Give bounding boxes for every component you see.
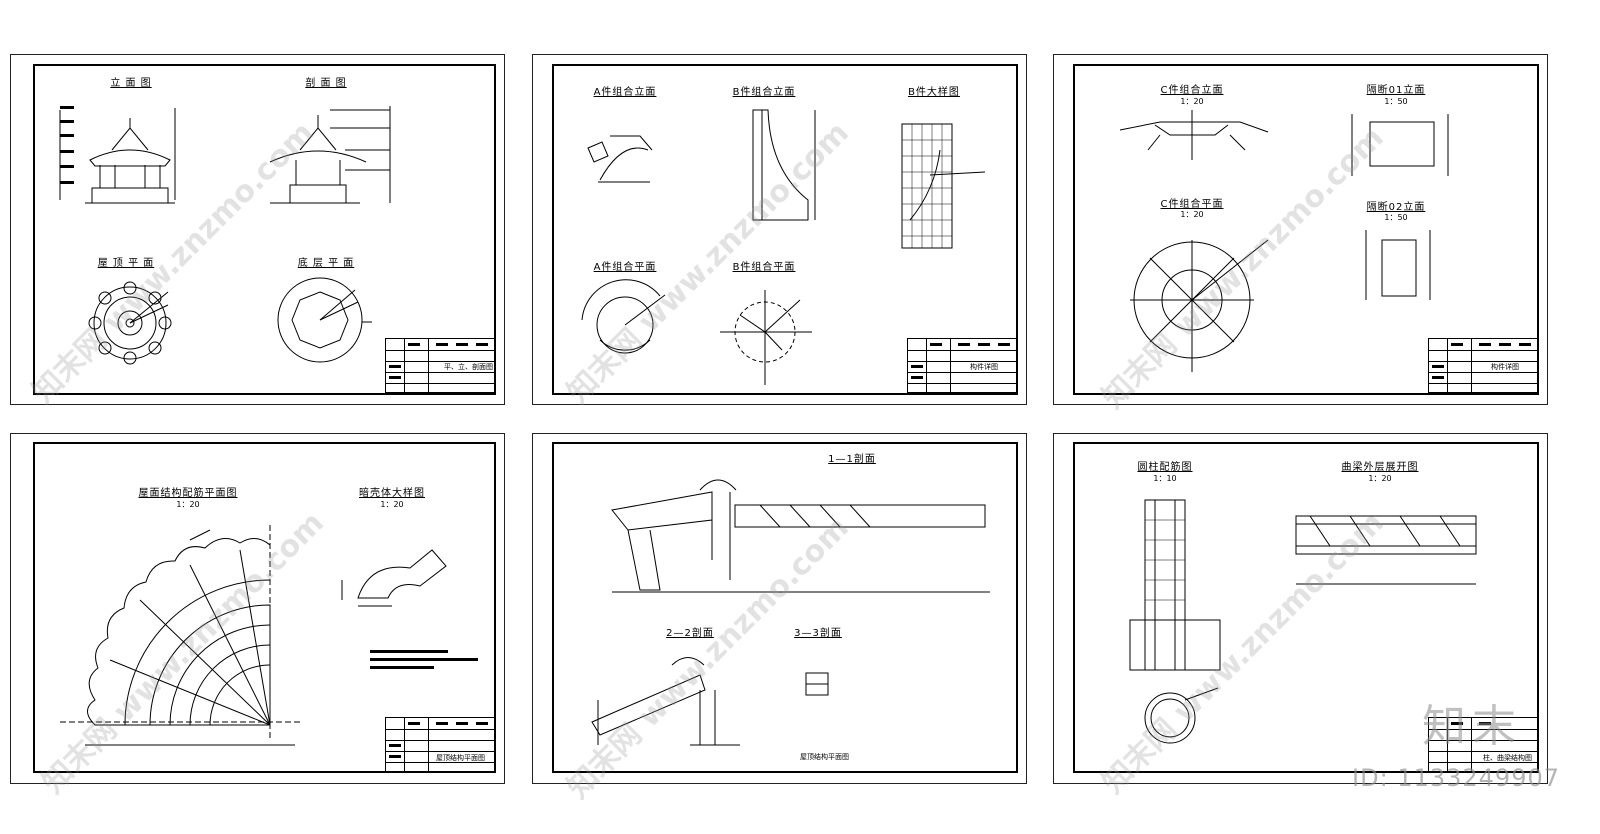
view-scale: 1：50 (1384, 213, 1408, 222)
brand-logo: 知末 (1422, 701, 1522, 752)
view-scale: 1：20 (1180, 210, 1204, 219)
drawing-name: 构件详图 (970, 363, 998, 371)
sheet-4-border (33, 442, 496, 773)
view-title: 立 面 图 (110, 78, 152, 89)
view-title: 圆柱配筋图 (1137, 462, 1193, 473)
view-title: 隔断01立面 (1366, 85, 1426, 96)
view-title: 隔断02立面 (1366, 202, 1426, 213)
title-block: 构件详图 (1428, 338, 1538, 393)
view-title: C件组合立面 (1160, 85, 1224, 96)
view-scale: 1：20 (1180, 97, 1204, 106)
view-title: B件组合立面 (732, 87, 796, 98)
drawing-name: 屋顶结构平面图 (436, 754, 485, 762)
view-title: B件大样图 (908, 87, 960, 98)
view-scale: 1：20 (176, 500, 200, 509)
view-title: 屋面结构配筋平面图 (138, 488, 238, 499)
view-title: 剖 面 图 (305, 78, 347, 89)
drawing-name: 柱、曲梁结构图 (1483, 754, 1532, 762)
view-title: 暗壳体大样图 (359, 488, 425, 499)
image-id-label: ID: 1133249907 (1352, 764, 1560, 792)
title-block: 屋顶结构平面图 (385, 717, 495, 772)
view-title: 3—3剖面 (794, 628, 842, 639)
view-title: A件组合立面 (593, 87, 657, 98)
title-block: 柱、曲梁结构图 (1428, 717, 1538, 772)
view-title: 1—1剖面 (828, 454, 876, 465)
drawing-sheet-5 (532, 433, 1027, 784)
view-scale: 1：10 (1153, 474, 1177, 483)
sheet-5-border (552, 442, 1018, 773)
sheet-1-border (33, 64, 496, 395)
view-title: 底 层 平 面 (297, 258, 355, 269)
view-scale: 1：20 (380, 500, 404, 509)
sheet-3-border (1073, 64, 1539, 395)
view-title: A件组合平面 (593, 262, 657, 273)
view-title: 2—2剖面 (666, 628, 714, 639)
drawing-name: 构件详图 (1491, 363, 1519, 371)
title-block: 构件详图 (907, 338, 1017, 393)
view-title: B件组合平面 (732, 262, 796, 273)
view-title: 曲梁外层展开图 (1341, 462, 1419, 473)
view-title: C件组合平面 (1160, 199, 1224, 210)
sheet-2-border (552, 64, 1018, 395)
view-scale: 1：20 (1368, 474, 1392, 483)
drawing-name: 平、立、剖面图 (444, 363, 493, 371)
drawing-name: 屋顶结构平面图 (800, 753, 849, 761)
view-title: 屋 顶 平 面 (97, 258, 155, 269)
sheet-6-border (1073, 442, 1539, 773)
title-block: 平、立、剖面图 (385, 338, 495, 393)
view-scale: 1：50 (1384, 97, 1408, 106)
